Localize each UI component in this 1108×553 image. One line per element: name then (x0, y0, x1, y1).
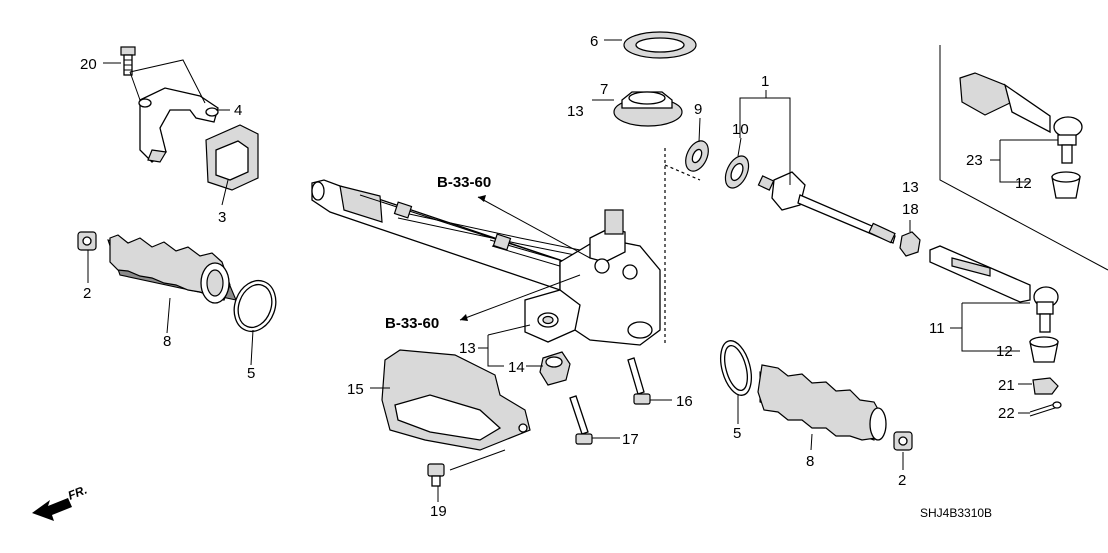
label-part-13-lower: 13 (459, 340, 476, 357)
label-part-12-inset: 12 (1015, 175, 1032, 192)
label-part-10: 10 (732, 121, 749, 138)
label-part-6: 6 (590, 33, 598, 50)
band-5-right-drawing (720, 340, 752, 396)
label-part-17: 17 (622, 431, 639, 448)
label-part-14: 14 (508, 359, 525, 376)
tie-rod-1-drawing (757, 171, 896, 244)
label-part-8-right: 8 (806, 453, 814, 470)
upper-seals (613, 31, 697, 127)
bolt-16-drawing (627, 357, 651, 405)
seal-6-drawing (623, 31, 697, 59)
label-part-12: 12 (996, 343, 1013, 360)
cushion-3-drawing (205, 124, 259, 191)
part-labels: 20 4 3 2 8 5 6 7 13 9 10 1 13 18 23 12 1… (80, 33, 1032, 520)
tie-rod-end-11-drawing (929, 245, 1059, 333)
steering-rack-body (311, 148, 701, 346)
inset-tie-rod-end-23 (939, 45, 1108, 271)
reference-b-33-60-lower: B-33-60 (385, 315, 439, 332)
boot-8-right-drawing (757, 364, 887, 441)
clip-2-left-drawing (77, 231, 97, 251)
bracket-4-drawing (138, 87, 219, 163)
label-part-2-right: 2 (898, 472, 906, 489)
heat-shield-15-drawing (381, 349, 531, 451)
reference-b-33-60-upper: B-33-60 (437, 174, 491, 191)
label-part-15: 15 (347, 381, 364, 398)
label-part-8-left: 8 (163, 333, 171, 350)
right-boot-assembly (720, 340, 913, 451)
label-part-3: 3 (218, 209, 226, 226)
bolt-20-drawing (120, 46, 136, 76)
leader-lines (87, 39, 1058, 502)
bushing-14-drawing (539, 351, 571, 386)
label-part-19: 19 (430, 503, 447, 520)
inner-rack-parts (685, 140, 896, 244)
label-part-18: 18 (902, 201, 919, 218)
label-part-7: 7 (600, 81, 608, 98)
diagram-code: SHJ4B3310B (920, 506, 992, 520)
nut-18-drawing (899, 231, 921, 257)
label-part-21: 21 (998, 377, 1015, 394)
stop-washer-10-drawing (724, 155, 750, 189)
label-part-20: 20 (80, 56, 97, 73)
tie-rod-end-23-drawing (959, 72, 1083, 164)
tie-rod-end-assembly (929, 245, 1062, 417)
boot-12-lower-drawing (1029, 336, 1059, 363)
label-part-4: 4 (234, 102, 242, 119)
label-part-23: 23 (966, 152, 983, 169)
bracket-assembly (120, 46, 259, 191)
bolt-19-drawing (427, 463, 445, 487)
clip-2-right-drawing (893, 431, 913, 451)
left-boot-assembly (77, 231, 277, 333)
front-label: FR. (66, 483, 89, 503)
boot-12-inset-drawing (1051, 171, 1081, 199)
label-part-5-left: 5 (247, 365, 255, 382)
boot-8-left-drawing (107, 234, 237, 304)
label-part-5-right: 5 (733, 425, 741, 442)
band-5-left-drawing (233, 279, 277, 333)
label-part-22: 22 (998, 405, 1015, 422)
reference-callouts: B-33-60 B-33-60 (385, 174, 491, 332)
cotter-pin-22-drawing (1029, 401, 1062, 417)
washer-9-drawing (685, 140, 709, 172)
front-arrow-icon: FR. (32, 483, 89, 521)
label-part-13-right: 13 (902, 179, 919, 196)
label-part-9: 9 (694, 101, 702, 118)
label-part-2-left: 2 (83, 285, 91, 302)
label-part-16: 16 (676, 393, 693, 410)
mount-7-drawing (613, 91, 683, 127)
bolt-17-drawing (569, 395, 593, 445)
bolts (427, 351, 651, 487)
label-part-11: 11 (929, 320, 945, 337)
label-part-1: 1 (761, 73, 769, 90)
label-part-13-upper: 13 (567, 103, 584, 120)
nut-21-drawing (1032, 377, 1059, 395)
